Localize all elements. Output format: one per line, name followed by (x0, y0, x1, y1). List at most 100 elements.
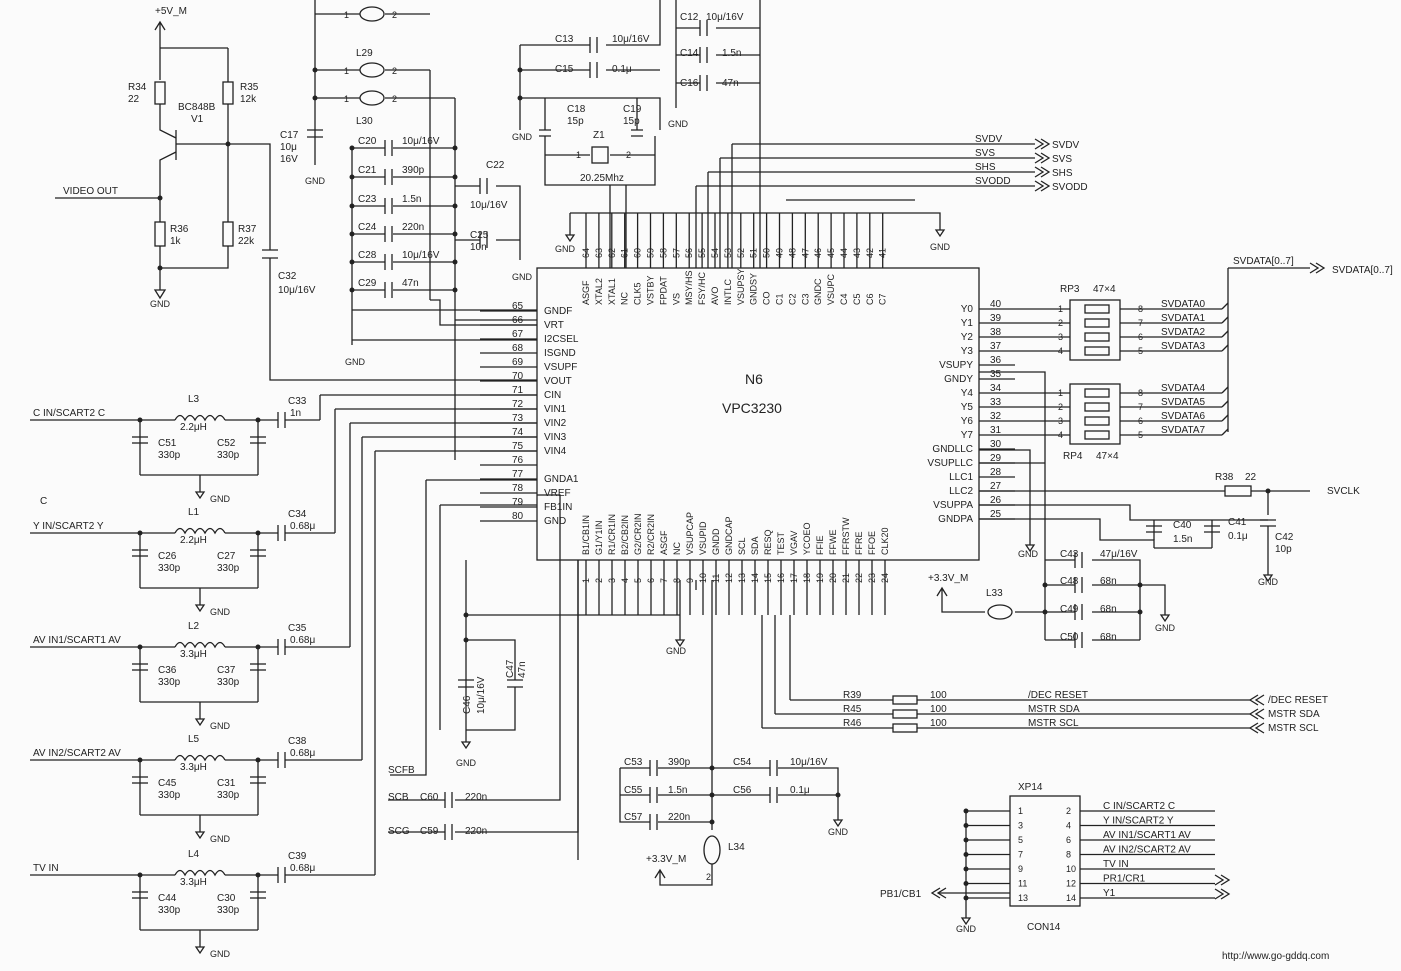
l33-coil (987, 604, 1013, 620)
cap-label: C24 (358, 222, 377, 233)
c43-value: 47μ/16V (1100, 549, 1138, 560)
pin-number: 60 (633, 248, 643, 258)
c57-value: 220n (668, 812, 690, 823)
pin-name: TEST (776, 531, 786, 555)
svg-text:GND: GND (1018, 549, 1039, 559)
pin-name: VIN1 (544, 404, 567, 415)
z1-label: Z1 (593, 130, 605, 141)
pin-name: Y5 (961, 402, 974, 413)
video-out-buffer: +5V_M R34 22 R35 12k BC848B V1 R36 1k R3… (55, 6, 537, 381)
pin-number: 80 (512, 511, 524, 522)
pin-number: 14 (750, 573, 760, 583)
gnd-label: GND (210, 607, 231, 617)
l29-label: L29 (356, 48, 373, 59)
c40-value: 1.5n (1173, 534, 1192, 545)
pin-number: 8 (672, 578, 682, 583)
pin-number: 6 (646, 578, 656, 583)
sync-net-label: SVDV (975, 134, 1003, 145)
pin-name: FFOE (867, 531, 877, 555)
sync-port-label: SVS (1052, 154, 1072, 165)
c56-label: C56 (733, 785, 752, 796)
connector-pin: 12 (1066, 879, 1076, 889)
svdata-bit-label: SVDATA7 (1161, 425, 1206, 436)
connector-net: Y1 (1103, 888, 1116, 899)
pin-number: 49 (775, 248, 785, 258)
l30-label: L30 (356, 116, 373, 127)
c42-label: C42 (1275, 532, 1294, 543)
c42-value: 10p (1275, 544, 1292, 555)
svdata-bit-label: SVDATA6 (1161, 411, 1206, 422)
pin-number: 74 (512, 427, 524, 438)
pin-number: 22 (854, 573, 864, 583)
v5m-label: +5V_M (155, 6, 187, 17)
pin-name: B2/CB2IN (620, 515, 630, 555)
pin-number: 9 (685, 578, 695, 583)
pin-name: Y4 (961, 388, 974, 399)
pin-number: 34 (990, 383, 1002, 394)
cap-b-label: C31 (217, 778, 236, 789)
l34-label: L34 (728, 842, 745, 853)
svdata-bit-label: SVDATA3 (1161, 341, 1206, 352)
c40-label: C40 (1173, 520, 1192, 531)
svdata-bus-label-right: SVDATA[0..7] (1332, 265, 1393, 276)
sync-net-label: SHS (975, 162, 996, 173)
r35-resistor (222, 81, 234, 105)
pin-name: VRT (544, 320, 564, 331)
svg-text:GND: GND (930, 242, 951, 252)
pin-number: 21 (841, 573, 851, 583)
sync-port-label: SVDV (1052, 140, 1080, 151)
pin-number: 77 (512, 469, 524, 480)
pin-number: 4 (620, 578, 630, 583)
pin-number: 16 (776, 573, 786, 583)
pin-name: NC (620, 292, 630, 305)
rp-pin: 3 (1058, 416, 1063, 426)
pin-name: C6 (865, 293, 875, 305)
pin-name: VSUPF (544, 362, 577, 373)
pin-number: 75 (512, 441, 524, 452)
c18-label: C18 (567, 104, 586, 115)
c17-value2: 16V (280, 154, 298, 165)
pin-number: 3 (607, 578, 617, 583)
cap-a-value: 330p (158, 450, 181, 461)
cap-label: C29 (358, 278, 377, 289)
pin-number: 70 (512, 371, 524, 382)
connector-net: Y IN/SCART2 Y (1103, 816, 1174, 827)
connector-pin: 5 (1018, 835, 1023, 845)
pin-name: VREF (544, 488, 571, 499)
pin-number: 61 (620, 248, 630, 258)
c47-value: 47n (517, 661, 528, 678)
cap-series-value: 1n (290, 408, 301, 419)
pin-name: C2 (787, 293, 797, 305)
pin-name: GNDLLC (932, 444, 973, 455)
c32-value: 10μ/16V (278, 285, 316, 296)
pin-number: 30 (990, 439, 1002, 450)
pin-number: 73 (512, 413, 524, 424)
c49-value: 68n (1100, 604, 1117, 615)
r36-label: R36 (170, 224, 189, 235)
ctrl-ref: R46 (843, 718, 862, 729)
chip-designator: N6 (745, 371, 763, 387)
c25-value: 10n (470, 242, 487, 253)
pin-name: GNDA1 (544, 474, 579, 485)
ctrl-port: MSTR SDA (1268, 709, 1320, 720)
pin-number: 79 (512, 497, 524, 508)
pin-name: XTAL1 (607, 278, 617, 305)
transistor-symbol (159, 104, 229, 222)
c16-label: C16 (680, 78, 699, 89)
c53-value: 390p (668, 757, 691, 768)
pin-name: Y6 (961, 416, 974, 427)
pin-number: 42 (865, 248, 875, 258)
cap-b-value: 330p (217, 563, 240, 574)
c17-label: C17 (280, 130, 299, 141)
pin-name: LLC1 (949, 472, 973, 483)
connector-net: TV IN (1103, 859, 1129, 870)
sync-port-label: SHS (1052, 168, 1073, 179)
cap-a-label: C26 (158, 551, 177, 562)
pin-number: 64 (581, 248, 591, 258)
cap-value: 10μ/16V (402, 250, 440, 261)
pin-name: ASGF (581, 280, 591, 305)
gnd-label: GND (210, 721, 231, 731)
svg-text:2: 2 (706, 872, 711, 882)
pins-top: 64ASGF63XTAL262XTAL161NC60CLK559VSTBY58F… (581, 213, 888, 305)
